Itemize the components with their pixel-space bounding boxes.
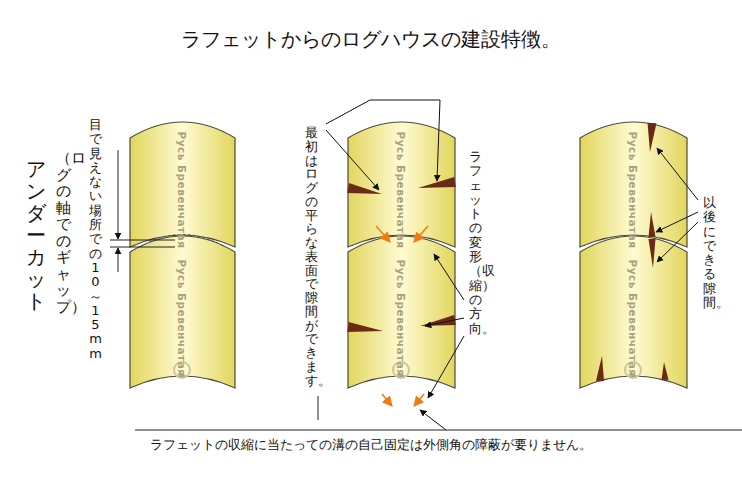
log-section (348, 236, 455, 388)
label-rule (318, 396, 319, 420)
dimension-extension (110, 240, 175, 241)
crack (648, 123, 657, 152)
leader-line (326, 100, 440, 181)
watermark: Русь Бревенчатая (395, 260, 407, 377)
note-rule (135, 430, 742, 431)
crack (649, 239, 656, 268)
log-section (580, 236, 687, 388)
crack (347, 322, 383, 332)
watermark: Русь Бревенчатая (627, 260, 639, 377)
watermark: Русь Бревенчатая (627, 132, 639, 249)
dimension-arrow (118, 248, 119, 272)
subheading-vertical: （ログの軸でのギャップ） (56, 150, 71, 315)
heading-vertical: アンダーカット (26, 158, 46, 312)
note-vertical: ラフェットの変形（収縮）の方向。 (469, 150, 482, 336)
leader-line (434, 254, 464, 300)
shrink-arrow (382, 394, 392, 406)
note-vertical: 以後にできる隙間。 (703, 196, 716, 310)
crack (596, 356, 604, 381)
shrink-arrow (414, 394, 424, 406)
crack (662, 362, 669, 380)
leader-line (656, 212, 698, 232)
leader-line (420, 410, 446, 430)
crack (649, 212, 656, 237)
leader-line (657, 222, 698, 262)
watermark: Русь Бревенчатая (395, 132, 407, 249)
watermark: Русь Бревенчатая (176, 260, 188, 377)
dimension-extension (110, 247, 175, 248)
dimension-label: 目で見えない場所での10～15mm (89, 118, 102, 361)
leader-line (657, 148, 698, 200)
note-vertical: 最初はログの平らな表面で隙間ができます。 (305, 126, 318, 387)
title: ラフェットからのログハウスの建設特徴。 (0, 26, 742, 53)
dimension-arrow (118, 150, 119, 239)
shrink-arrow (414, 226, 428, 242)
shrink-arrow (376, 226, 390, 242)
crack (347, 183, 382, 194)
log-section (130, 236, 235, 388)
bottom-note: ラフェットの収縮に当たっての溝の自己固定は外側角の障蔽が要りません。 (150, 436, 592, 454)
watermark: Русь Бревенчатая (176, 132, 188, 249)
leader-line (428, 336, 464, 398)
leader-line (326, 130, 379, 190)
leader-line (425, 318, 464, 326)
